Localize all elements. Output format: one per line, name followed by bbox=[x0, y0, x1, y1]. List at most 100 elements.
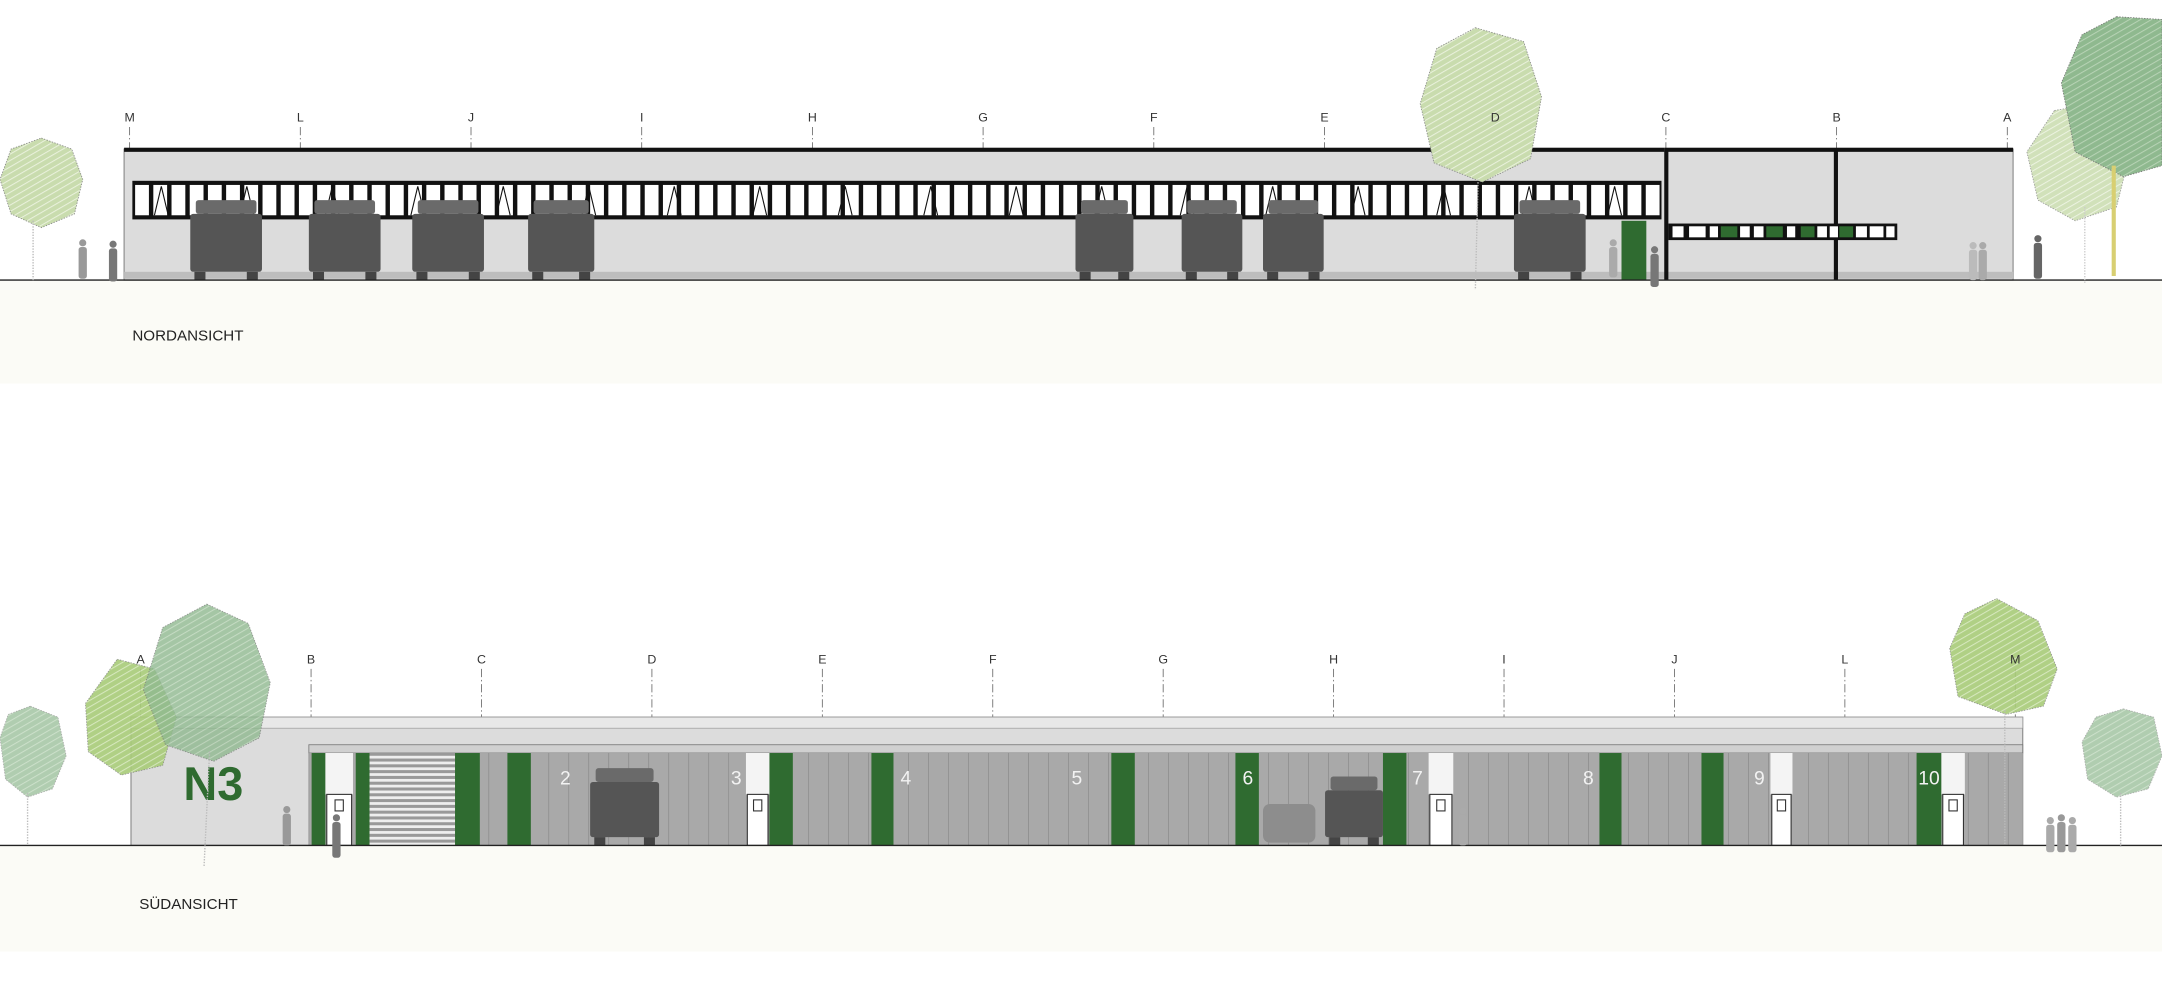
door[interactable] bbox=[1771, 793, 1792, 846]
window-pane bbox=[1427, 184, 1442, 216]
shutter-slat bbox=[369, 761, 456, 765]
green-door[interactable] bbox=[1621, 220, 1647, 281]
window-opening-mark bbox=[153, 186, 169, 216]
green-strip bbox=[1382, 753, 1407, 846]
door-transom bbox=[1428, 753, 1454, 795]
vehicle-wheel bbox=[1570, 271, 1582, 281]
bay-number: 6 bbox=[1242, 769, 1253, 790]
person-head bbox=[332, 814, 341, 822]
person-head bbox=[79, 239, 87, 247]
vehicle-body bbox=[190, 213, 262, 272]
green-strip bbox=[1599, 753, 1622, 846]
door-transom bbox=[1941, 753, 1965, 795]
vehicle-wheel bbox=[312, 271, 325, 281]
south-view-title: SÜDANSICHT bbox=[139, 895, 238, 913]
north-elevation: NORDANSICHT bbox=[0, 16, 2162, 384]
small-window bbox=[1869, 226, 1884, 238]
shutter-slat bbox=[369, 796, 456, 800]
person-head bbox=[1969, 242, 1977, 250]
person-body bbox=[332, 821, 341, 858]
trees bbox=[0, 598, 2162, 867]
window-pane bbox=[1409, 184, 1423, 216]
window-pane bbox=[863, 184, 877, 216]
axis-label: G bbox=[978, 111, 988, 125]
vehicle-wheel bbox=[1518, 271, 1530, 281]
vehicle-body bbox=[308, 213, 381, 272]
vehicle-body bbox=[1513, 213, 1586, 272]
vehicles bbox=[190, 200, 1586, 281]
window-opening-mark bbox=[1436, 186, 1452, 216]
window-pane bbox=[972, 184, 987, 216]
bay-number: 8 bbox=[1583, 769, 1594, 790]
window-opening-mark bbox=[837, 186, 853, 216]
window-opening-mark bbox=[752, 186, 768, 216]
small-window-band bbox=[1668, 223, 1898, 241]
window-pane bbox=[1500, 184, 1514, 216]
shutter-slat bbox=[369, 802, 456, 805]
green-strip bbox=[1235, 753, 1259, 846]
vehicle-wheel bbox=[532, 271, 544, 281]
window-pane bbox=[717, 184, 732, 216]
small-window bbox=[1689, 226, 1706, 238]
bay-number: 10 bbox=[1918, 769, 1939, 790]
window-pane bbox=[990, 184, 1005, 216]
door[interactable] bbox=[746, 793, 769, 846]
shutter-slat bbox=[369, 767, 456, 771]
tree-icon bbox=[1419, 27, 1542, 183]
small-window bbox=[1720, 226, 1738, 238]
axis-label: E bbox=[818, 652, 826, 666]
vehicle-wheel bbox=[1185, 271, 1197, 281]
person-body bbox=[2033, 242, 2043, 279]
column-line-b bbox=[1833, 150, 1838, 281]
window-pane bbox=[1627, 184, 1642, 216]
window-pane bbox=[135, 184, 149, 216]
roof-edge bbox=[124, 147, 1665, 152]
person-body bbox=[1458, 815, 1468, 846]
vehicle-body bbox=[1263, 213, 1324, 272]
window-pane bbox=[480, 184, 495, 216]
shutter-slat bbox=[369, 755, 456, 759]
shutter-slat bbox=[369, 773, 456, 776]
small-window bbox=[1817, 226, 1827, 238]
small-window bbox=[1839, 226, 1854, 238]
door[interactable] bbox=[1429, 793, 1453, 846]
vehicle-wheel bbox=[1118, 271, 1130, 281]
window-pane bbox=[826, 184, 841, 216]
axis-label: C bbox=[477, 652, 486, 666]
window-frame bbox=[132, 180, 1662, 220]
small-window bbox=[1709, 226, 1719, 238]
window-pane bbox=[1336, 184, 1351, 216]
shutter-slat bbox=[369, 790, 456, 794]
vehicles bbox=[590, 768, 1383, 846]
green-strip bbox=[455, 753, 480, 846]
window-pane bbox=[1318, 184, 1332, 216]
green-strip bbox=[311, 753, 326, 846]
person-head bbox=[2057, 814, 2065, 822]
bay-number: 5 bbox=[1071, 769, 1082, 790]
tree-icon bbox=[1949, 598, 2058, 715]
vehicle-roof bbox=[314, 200, 376, 214]
window-pane bbox=[681, 184, 695, 216]
car-body bbox=[1263, 804, 1316, 843]
window-pane bbox=[772, 184, 786, 216]
green-strip bbox=[871, 753, 894, 846]
roller-shutter[interactable] bbox=[369, 753, 456, 846]
vehicle-wheel bbox=[468, 271, 480, 281]
small-window bbox=[1753, 226, 1764, 238]
vehicle-roof bbox=[595, 768, 654, 782]
tree-icon bbox=[0, 705, 67, 798]
axis-label: C bbox=[1661, 111, 1670, 125]
person-head bbox=[109, 240, 117, 248]
people bbox=[282, 805, 2077, 858]
shutter-slat bbox=[369, 842, 456, 846]
bay-number: 2 bbox=[560, 769, 571, 790]
vehicle-wheel bbox=[194, 271, 206, 281]
axis-label: H bbox=[808, 111, 817, 125]
door-window bbox=[1948, 799, 1958, 812]
green-strip bbox=[355, 753, 370, 846]
door[interactable] bbox=[1942, 793, 1965, 846]
